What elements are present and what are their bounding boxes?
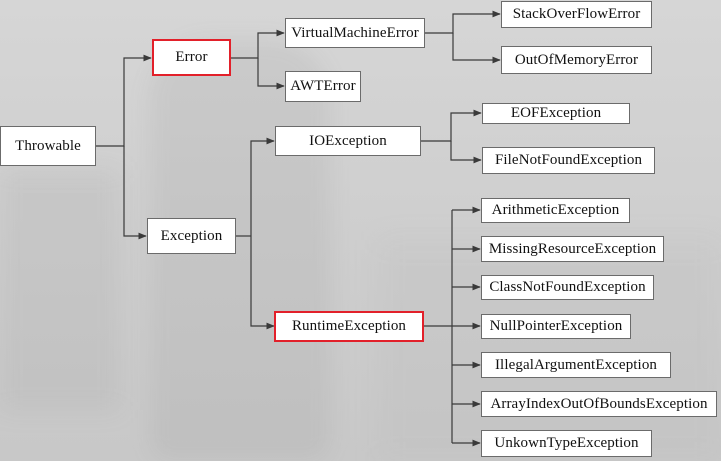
node-unkowntypeexception: UnkownTypeException [481, 430, 652, 457]
node-illegalargumentexception: IllegalArgumentException [481, 352, 671, 378]
node-eofexception: EOFException [482, 103, 630, 124]
node-arithmeticexception: ArithmeticException [481, 198, 630, 223]
connector-io-filenotfoundexception [450, 141, 482, 164]
node-missingresourceexception: MissingResourceException [481, 236, 664, 262]
connector-io-eofexception [421, 109, 482, 142]
node-awterror: AWTError [285, 71, 361, 102]
node-error: Error [152, 39, 231, 76]
node-virtualmachineerror: VirtualMachineError [285, 18, 425, 48]
node-filenotfoundexception: FileNotFoundException [482, 147, 655, 174]
node-outofmemoryerror: OutOfMemoryError [501, 46, 652, 74]
connector-throwable-error [96, 54, 152, 147]
connector-exception-runtimeexception [250, 236, 275, 330]
node-classnotfoundexception: ClassNotFoundException [481, 275, 654, 300]
node-exception: Exception [147, 218, 236, 254]
node-arrayindexoutofboundsexception: ArrayIndexOutOfBoundsException [481, 391, 717, 417]
connector-throwable-exception [123, 146, 147, 240]
node-nullpointerexception: NullPointerException [481, 314, 631, 339]
node-stackoverflowerror: StackOverFlowError [501, 1, 652, 28]
connector-exception-ioexception [250, 137, 275, 236]
node-runtimeexception: RuntimeException [274, 311, 424, 342]
node-ioexception: IOException [275, 126, 421, 156]
connector-runtime-trunk [424, 210, 453, 443]
connector-vme-stackoverflowerror [425, 10, 501, 34]
connector-error-awterror [257, 58, 285, 90]
node-throwable: Throwable [0, 126, 96, 166]
connector-error-virtualmachineerror [231, 29, 285, 59]
connector-vme-outofmemoryerror [452, 33, 501, 64]
